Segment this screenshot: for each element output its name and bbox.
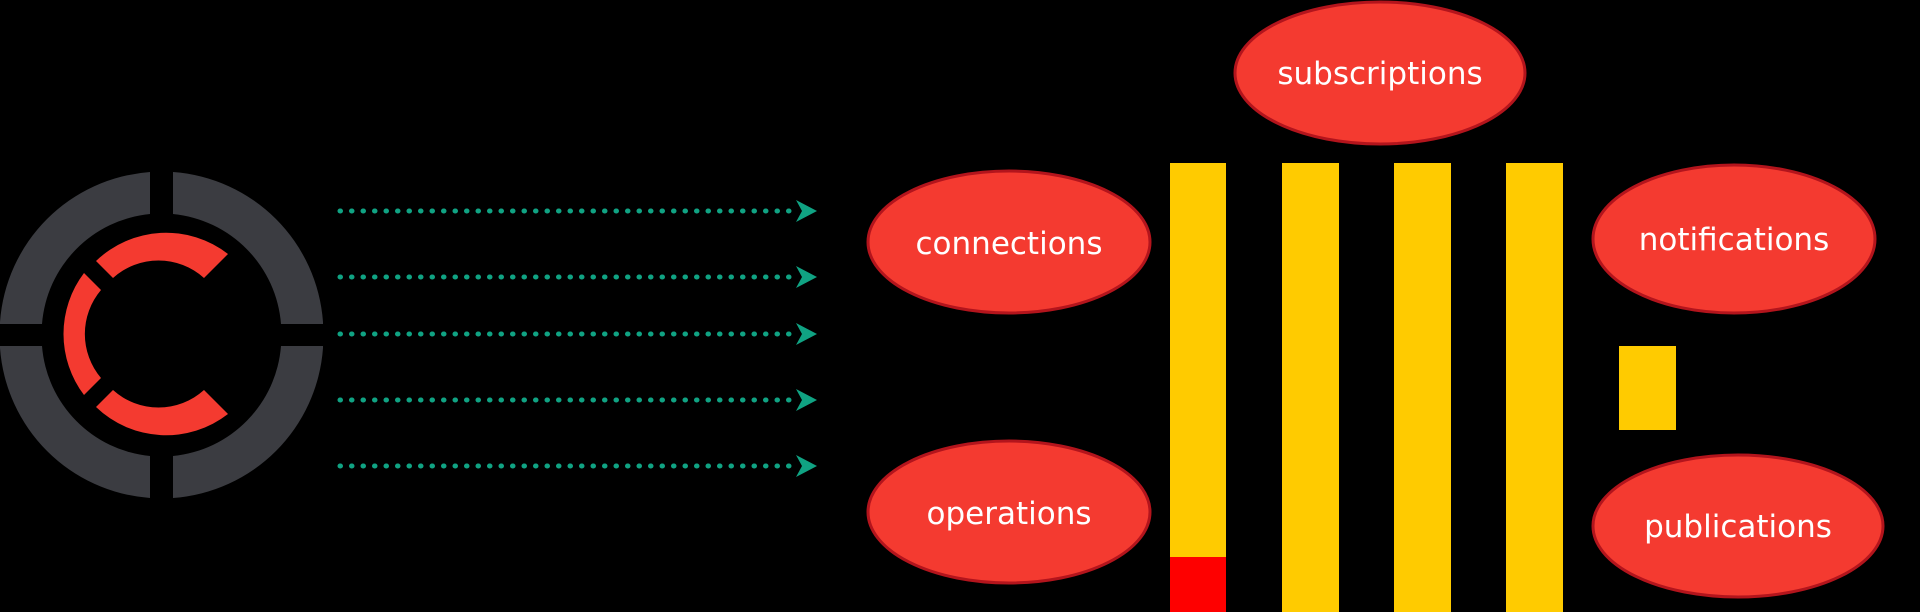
bubble-publications: publications — [1591, 453, 1885, 599]
column-1 — [1170, 163, 1226, 557]
bubble-label-connections: connections — [916, 226, 1103, 262]
logo-c-mark — [63, 232, 228, 436]
bubble-notifications: notifications — [1591, 163, 1877, 315]
logo-ring-c-icon — [0, 172, 323, 498]
column-4 — [1506, 163, 1563, 612]
arrows — [337, 200, 817, 477]
columns — [1170, 163, 1676, 612]
bubble-label-operations: operations — [927, 496, 1092, 532]
bubble-label-publications: publications — [1644, 509, 1832, 545]
arrow-1 — [337, 200, 817, 222]
column-3 — [1394, 163, 1451, 612]
arrow-3 — [337, 323, 817, 345]
bubble-operations: operations — [866, 439, 1152, 585]
arrow-4 — [337, 389, 817, 411]
bubble-label-subscriptions: subscriptions — [1277, 56, 1482, 92]
bubble-label-notifications: notifications — [1639, 222, 1829, 258]
logo-outer-ring — [0, 172, 323, 498]
arrow-2 — [337, 266, 817, 288]
bubble-connections: connections — [866, 169, 1152, 315]
column-2 — [1282, 163, 1339, 612]
bubble-subscriptions: subscriptions — [1233, 0, 1527, 146]
arrow-5 — [337, 455, 817, 477]
small-block — [1619, 346, 1676, 430]
column-1-alert — [1170, 557, 1226, 612]
